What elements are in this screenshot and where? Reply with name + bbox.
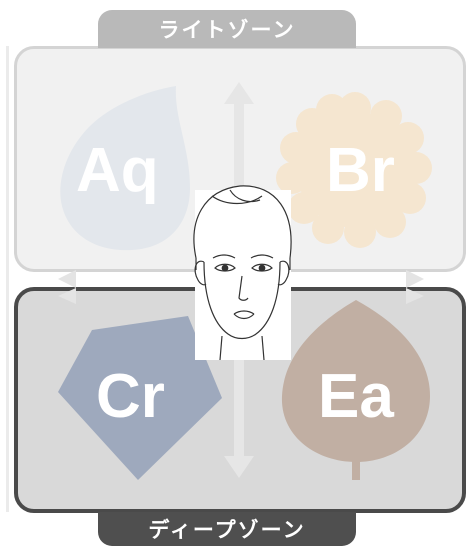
face-illustration [194,186,291,360]
deep-zone-tab: ディープゾーン [98,512,356,546]
type-label-br: Br [326,140,395,202]
type-label-cr: Cr [96,366,165,428]
type-label-aq: Aq [76,140,159,202]
light-zone-tab: ライトゾーン [98,10,356,48]
type-label-ea: Ea [318,366,394,428]
